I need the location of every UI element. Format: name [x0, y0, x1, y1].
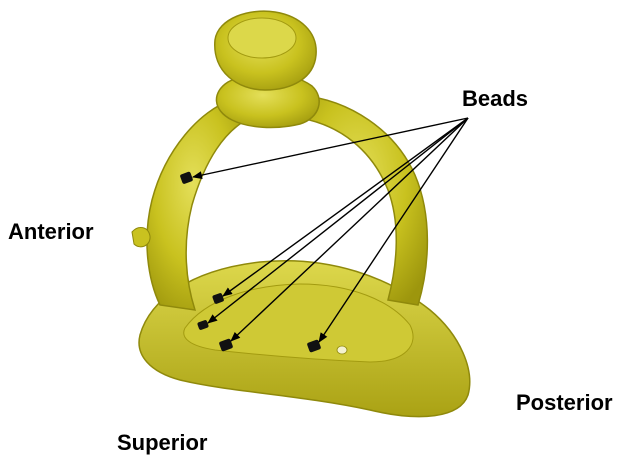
- beads-label: Beads: [462, 88, 528, 110]
- anterior-label: Anterior: [8, 221, 94, 243]
- anterior-process: [132, 227, 150, 246]
- posterior-label: Posterior: [516, 392, 613, 414]
- stapes-head-top: [228, 18, 296, 58]
- footplate-hole: [337, 346, 347, 354]
- superior-label: Superior: [117, 432, 207, 454]
